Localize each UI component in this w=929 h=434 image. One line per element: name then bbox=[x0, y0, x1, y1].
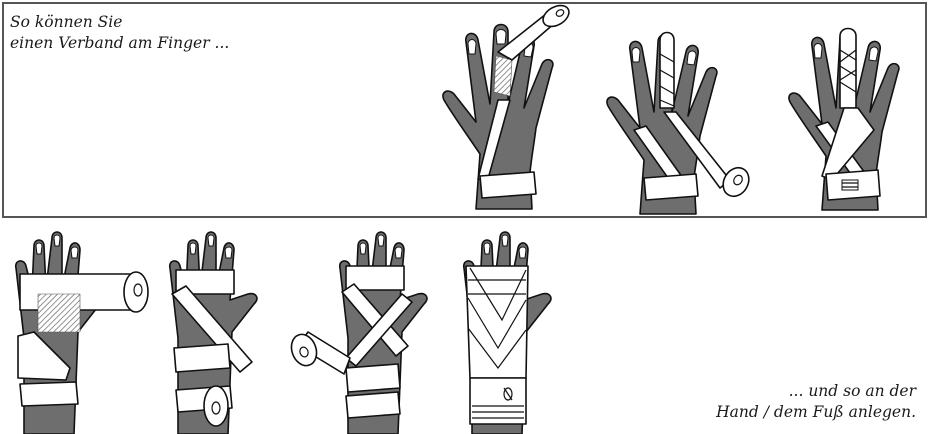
caption-finger-line-1: So können Sie bbox=[10, 13, 123, 31]
hand-step-4 bbox=[462, 231, 552, 434]
frame-top-border bbox=[2, 2, 927, 4]
caption-hand-foot: ... und so an der Hand / dem Fuß anlegen… bbox=[716, 381, 916, 423]
hand-step-3 bbox=[290, 231, 428, 434]
finger-step-1 bbox=[442, 4, 570, 210]
caption-hand-line-1: ... und so an der bbox=[788, 382, 916, 400]
caption-hand-line-2: Hand / dem Fuß anlegen. bbox=[716, 403, 916, 421]
hand-step-2 bbox=[168, 231, 258, 434]
frame-right-border bbox=[925, 2, 927, 216]
finger-step-3 bbox=[788, 27, 900, 211]
finger-step-2 bbox=[606, 31, 750, 215]
caption-finger: So können Sie einen Verband am Finger ..… bbox=[10, 12, 229, 54]
caption-finger-line-2: einen Verband am Finger ... bbox=[10, 34, 230, 52]
frame-middle-divider bbox=[2, 216, 927, 218]
hand-step-1 bbox=[14, 231, 149, 434]
frame-left-border bbox=[2, 2, 4, 217]
